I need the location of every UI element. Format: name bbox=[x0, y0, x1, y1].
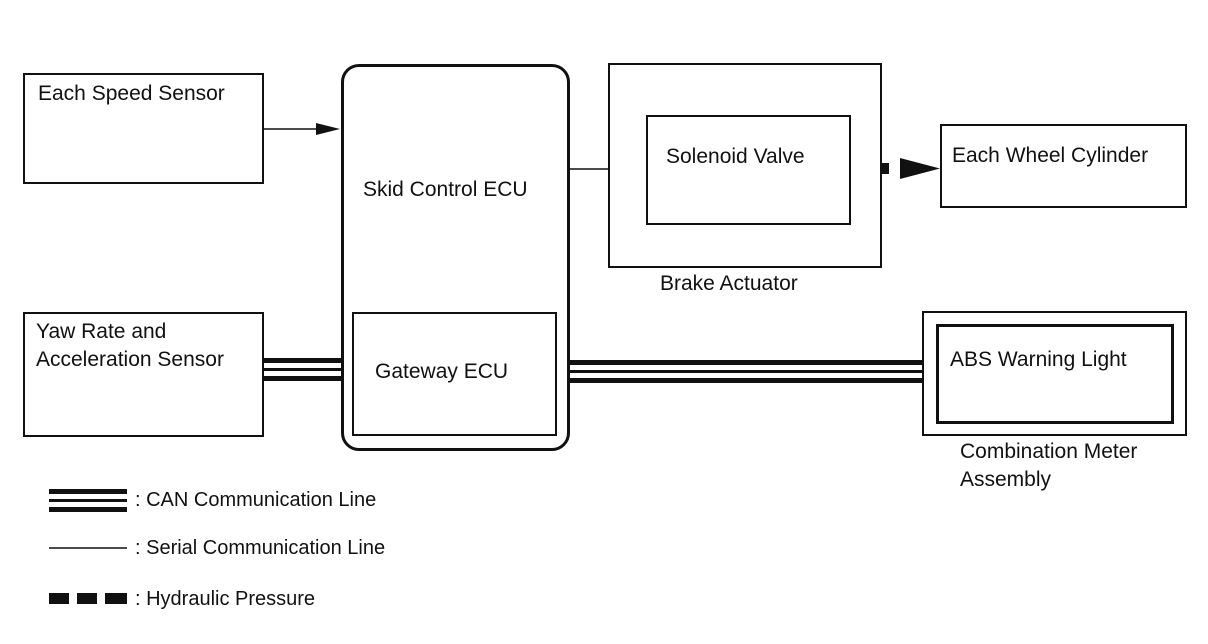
legend-hydraulic-label: : Hydraulic Pressure bbox=[135, 588, 316, 610]
serial-line-speed-to-ecu bbox=[263, 123, 340, 135]
combination-meter-label-line1: Combination Meter bbox=[960, 440, 1138, 463]
gateway-ecu-block bbox=[352, 312, 557, 436]
gateway-ecu-label: Gateway ECU bbox=[375, 360, 509, 383]
solenoid-valve-block bbox=[646, 115, 851, 225]
speed-sensor-label: Each Speed Sensor bbox=[38, 82, 225, 105]
legend-hydraulic-symbol bbox=[49, 593, 127, 604]
wheel-cylinder-block bbox=[940, 124, 1187, 208]
can-line-gateway-to-meter bbox=[570, 360, 923, 383]
yaw-rate-sensor-label-line2: Acceleration Sensor bbox=[36, 348, 224, 371]
legend-can-label: : CAN Communication Line bbox=[135, 489, 377, 511]
combination-meter-label-line2: Assembly bbox=[960, 468, 1052, 491]
abs-warning-light-block bbox=[936, 324, 1174, 424]
yaw-rate-sensor-block bbox=[23, 312, 264, 437]
wheel-cylinder-label: Each Wheel Cylinder bbox=[952, 144, 1149, 167]
legend-serial-label: : Serial Communication Line bbox=[135, 537, 386, 559]
speed-sensor-block bbox=[23, 73, 264, 184]
brake-actuator-label: Brake Actuator bbox=[660, 272, 798, 295]
legend-can-symbol bbox=[49, 489, 127, 512]
can-line-yaw-to-gateway bbox=[263, 358, 341, 381]
yaw-rate-sensor-label-line1: Yaw Rate and bbox=[36, 320, 167, 343]
skid-control-ecu-label: Skid Control ECU bbox=[363, 178, 528, 201]
abs-warning-light-label: ABS Warning Light bbox=[950, 348, 1127, 371]
solenoid-valve-label: Solenoid Valve bbox=[666, 145, 805, 168]
